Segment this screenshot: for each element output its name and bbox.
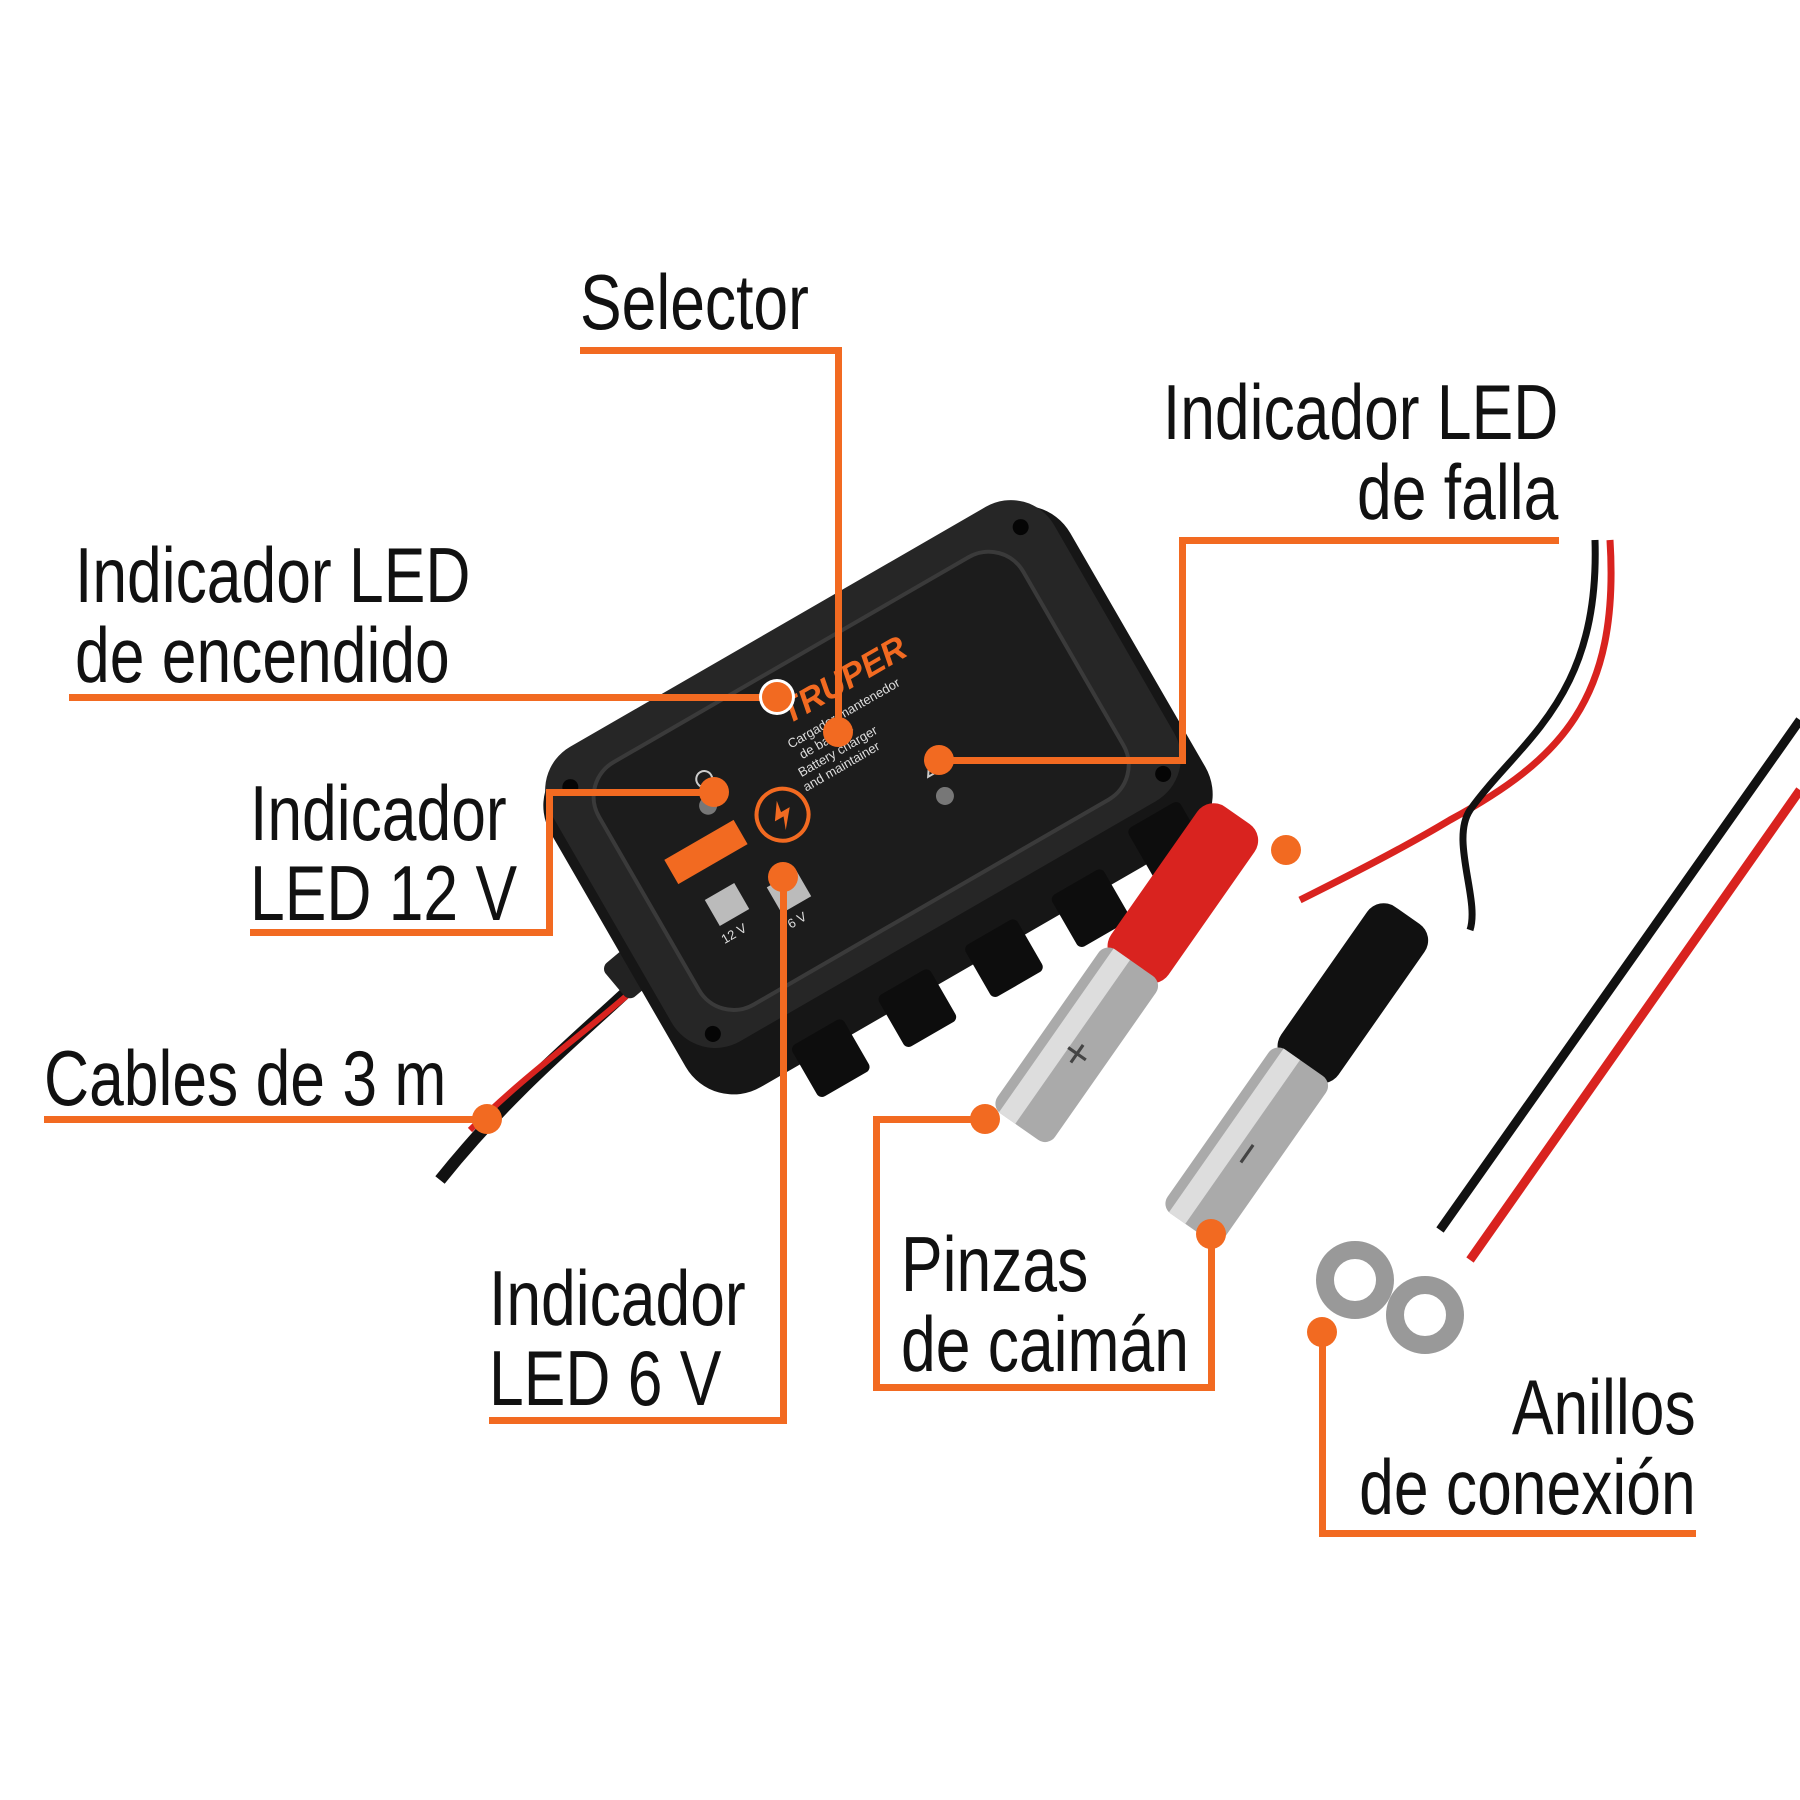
- label-selector: Selector: [580, 258, 809, 346]
- label-cables: Cables de 3 m: [44, 1034, 447, 1122]
- callout-dot: [970, 1104, 1000, 1134]
- callout-dot: [1271, 835, 1301, 865]
- leader-line: [1179, 537, 1186, 763]
- leader-line: [546, 789, 553, 936]
- callout-dot: [768, 862, 798, 892]
- leader-line: [939, 757, 1186, 764]
- charger-body: TRUPER Cargador/mantenedor de batería Ba…: [543, 500, 1213, 1097]
- leader-line: [250, 929, 553, 936]
- lightning-icon: [774, 800, 790, 831]
- leader-line: [1208, 1234, 1215, 1391]
- leader-line: [69, 694, 777, 701]
- callout-dot: [699, 777, 729, 807]
- red-alligator-clamp: +: [995, 803, 1259, 1143]
- leader-line: [489, 1417, 787, 1424]
- black-alligator-clamp: −: [1165, 903, 1429, 1243]
- leader-line: [873, 1384, 1214, 1391]
- leader-line: [835, 347, 842, 732]
- callout-dot: [924, 745, 954, 775]
- clamp-cables: [1298, 539, 1800, 1263]
- ring-terminals: [1316, 1241, 1464, 1354]
- leader-line: [873, 1116, 880, 1391]
- button-12v[interactable]: [704, 883, 750, 926]
- callout-dot: [1307, 1317, 1337, 1347]
- selector-ring: [754, 786, 811, 843]
- leader-line: [1319, 1332, 1326, 1537]
- callout-dot: [762, 682, 792, 712]
- leader-line: [580, 347, 842, 354]
- leader-line: [1319, 1530, 1696, 1537]
- callout-dot: [823, 717, 853, 747]
- leader-line: [44, 1116, 487, 1123]
- leader-line: [873, 1116, 985, 1123]
- fault-led: [935, 786, 954, 805]
- orange-band: [664, 819, 748, 885]
- callout-dot: [1196, 1219, 1226, 1249]
- leader-line: [1182, 537, 1559, 544]
- leader-line: [546, 789, 714, 796]
- leader-line: [780, 877, 787, 1424]
- callout-dot: [472, 1104, 502, 1134]
